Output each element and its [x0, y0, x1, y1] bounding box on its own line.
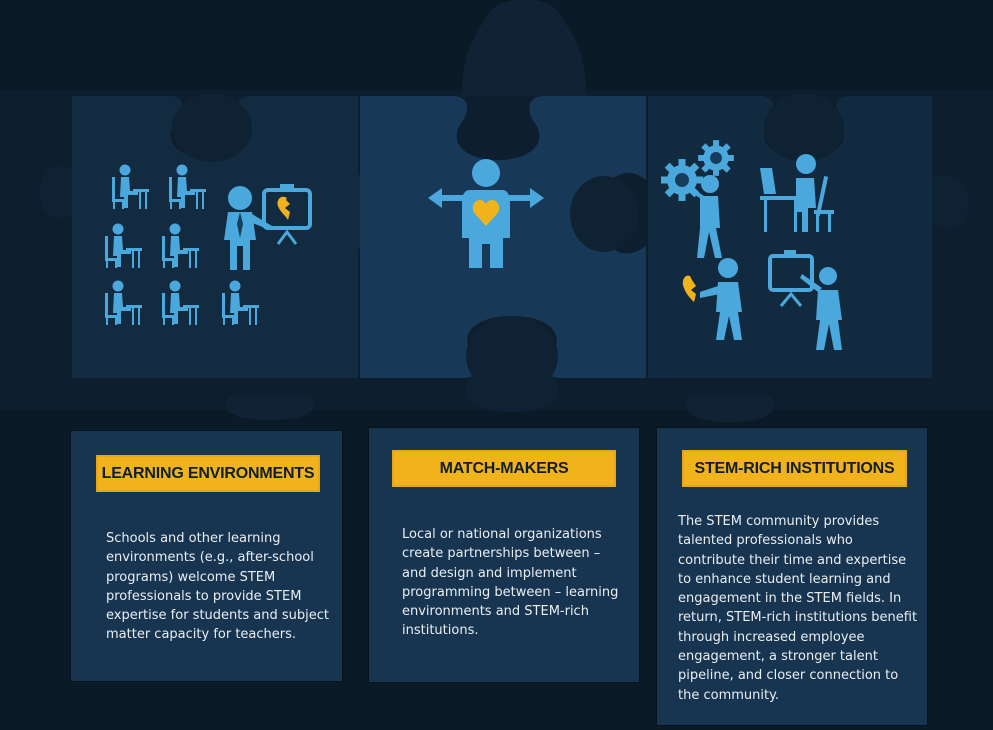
matchmaker-icon — [428, 159, 544, 268]
card-description: Local or national organizations create p… — [402, 527, 619, 639]
card-description: Schools and other learning environments … — [106, 531, 329, 643]
half-heart-icon — [682, 275, 696, 302]
card-learning-environments: LEARNING ENVIRONMENTS Schools and other … — [71, 431, 342, 681]
card-title-banner: LEARNING ENVIRONMENTS — [96, 455, 320, 492]
classroom-icon — [105, 164, 312, 325]
engineer-icon — [690, 175, 722, 258]
teacher-icon — [224, 186, 272, 270]
half-heart-icon — [277, 196, 290, 220]
card-title-banner: MATCH-MAKERS — [392, 450, 616, 487]
presenter-icon — [768, 250, 842, 350]
stem-professionals-icon — [661, 140, 842, 350]
card-match-makers: MATCH-MAKERS Local or national organizat… — [369, 428, 639, 682]
card-description: The STEM community provides talented pro… — [678, 514, 918, 703]
puzzle-top-tab — [462, 0, 586, 96]
card-stem-rich-institutions: STEM-RICH INSTITUTIONS The STEM communit… — [657, 428, 927, 725]
desk-worker-icon — [760, 154, 834, 232]
card-title-banner: STEM-RICH INSTITUTIONS — [682, 450, 907, 487]
gear-icon — [698, 140, 734, 176]
partner-person-icon — [682, 258, 742, 340]
heart-icon — [472, 200, 500, 226]
presentation-board-icon — [262, 184, 312, 245]
